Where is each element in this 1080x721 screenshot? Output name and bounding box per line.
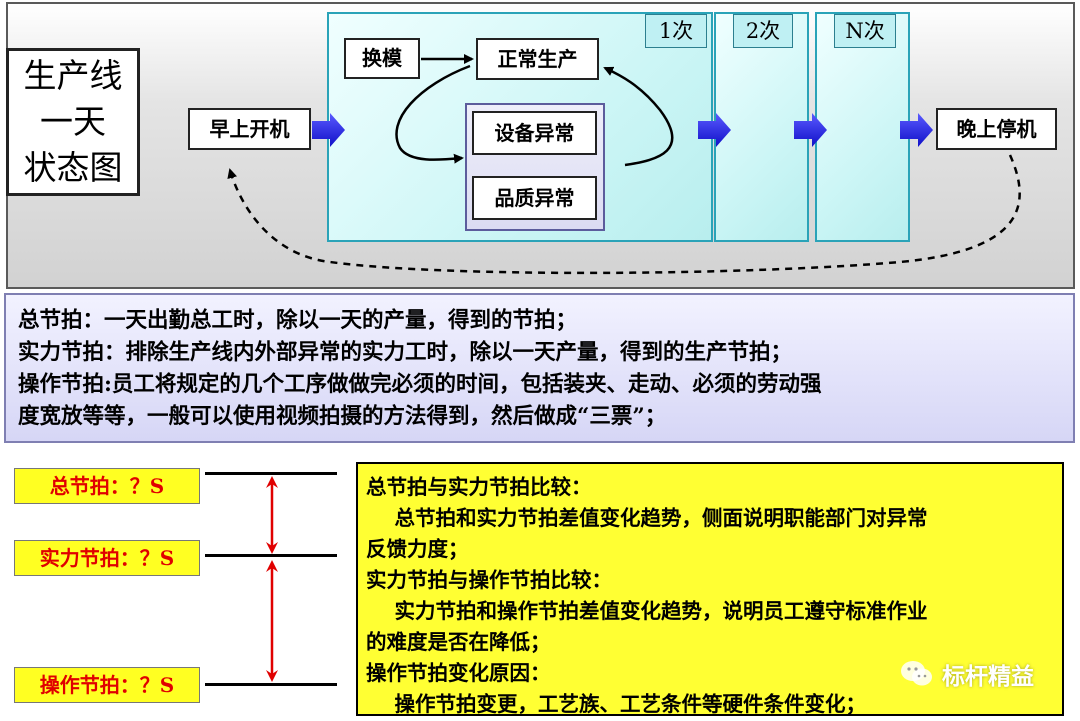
note-line-8: 操作节拍变更，工艺族、工艺条件等硬件条件变化； (366, 692, 867, 716)
level-line-total (205, 472, 337, 475)
return-loop-dashed (227, 154, 1021, 275)
note-line-2: 总节拍和实力节拍差值变化趋势，侧面说明职能部门对异常 (366, 506, 928, 530)
note-line-7: 操作节拍变化原因： (366, 661, 551, 685)
note-line-6: 的难度是否在降低； (366, 630, 551, 654)
watermark-text: 标杆精益 (942, 664, 1034, 690)
end-box: 晚上停机 (936, 108, 1057, 150)
equipment-abnormal-box: 设备异常 (472, 111, 597, 155)
to-abnormal-arrow (395, 64, 471, 164)
normal-production-box: 正常生产 (476, 38, 599, 80)
level-line-operation (205, 683, 337, 686)
note-line-3: 反馈力度； (366, 537, 469, 561)
title-line-2: 一天 (40, 102, 106, 141)
changeover-box: 换模 (344, 38, 420, 79)
watermark: 标杆精益 (900, 656, 1034, 692)
start-box: 早上开机 (188, 108, 311, 150)
title-line-3: 状态图 (23, 148, 123, 187)
definition-operation-cont: 度宽放等等，一般可以使用视频拍摄的方法得到，然后做成“三票”； (18, 404, 667, 429)
definition-total: 总节拍：一天出勤总工时，除以一天的产量，得到的节拍； (18, 308, 578, 333)
diagram-title: 生产线 一天 状态图 (6, 48, 140, 196)
blue-arrow-end (900, 113, 933, 147)
definition-actual: 实力节拍：排除生产线内外部异常的实力工时，除以一天产量，得到的生产节拍； (18, 340, 793, 365)
run-tag-2: 2次 (733, 14, 793, 48)
run-tag-1: 1次 (645, 14, 707, 48)
blue-arrow-start (312, 113, 345, 147)
gap-arrows (266, 476, 278, 682)
level-operation: 操作节拍：？S (14, 667, 200, 703)
title-line-1: 生产线 (23, 56, 123, 95)
level-actual: 实力节拍：？S (14, 540, 200, 576)
quality-abnormal-box: 品质异常 (472, 176, 597, 220)
blue-arrow-run2 (794, 113, 827, 147)
back-to-normal-arrow (603, 66, 674, 167)
run-tag-n: N次 (834, 14, 896, 48)
level-total: 总节拍：？S (14, 468, 200, 504)
comparison-notes: 总节拍与实力节拍比较： 总节拍和实力节拍差值变化趋势，侧面说明职能部门对异常 反… (356, 462, 1064, 716)
level-line-actual (205, 554, 337, 557)
note-line-5: 实力节拍和操作节拍差值变化趋势，说明员工遵守标准作业 (366, 599, 928, 623)
blue-arrow-run1 (698, 113, 731, 147)
definition-operation: 操作节拍:员工将规定的几个工序做做完必须的时间，包括装夹、走动、必须的劳动强 (18, 372, 822, 397)
diagram-connectors (227, 54, 1021, 275)
wechat-icon (901, 661, 932, 686)
definitions-panel: 总节拍：一天出勤总工时，除以一天的产量，得到的节拍； 实力节拍：排除生产线内外部… (4, 293, 1075, 443)
note-line-1: 总节拍与实力节拍比较： (366, 475, 592, 499)
note-line-4: 实力节拍与操作节拍比较： (366, 568, 612, 592)
